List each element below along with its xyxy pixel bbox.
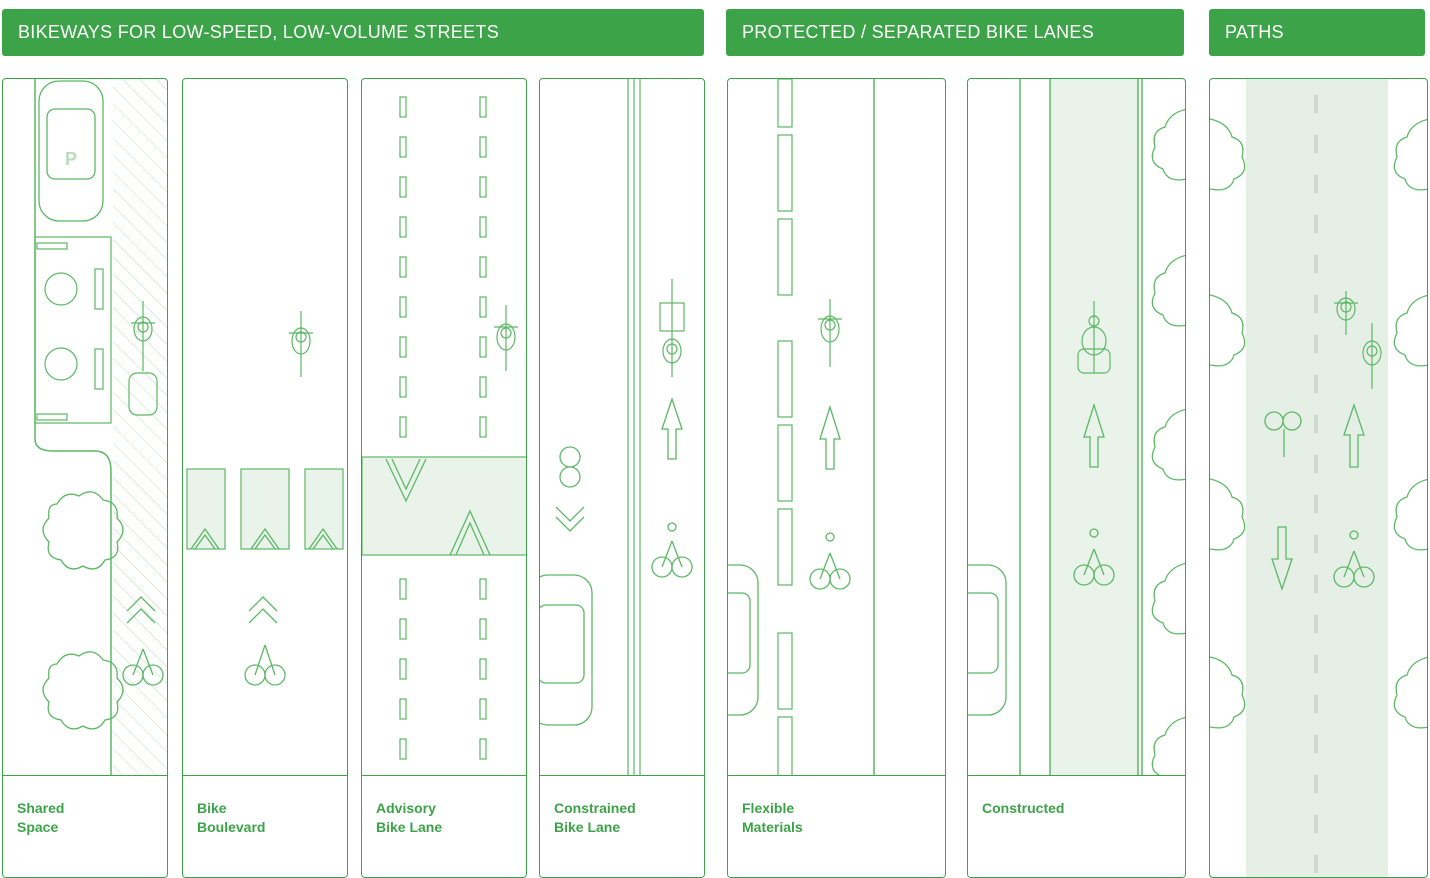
constrained-lane-illustration (540, 79, 693, 779)
raised-crossing (362, 456, 526, 556)
arrow-up-icon (819, 404, 841, 470)
bike-boulevard-illustration (186, 311, 344, 686)
bicycle-symbol-icon (809, 532, 851, 590)
cyclist-with-trailer-icon (128, 301, 158, 416)
caption-line-2: Boulevard (197, 819, 266, 835)
tree-icon (1151, 108, 1185, 779)
header-paths: PATHS (1209, 9, 1425, 56)
paths-illustration (1210, 79, 1427, 877)
bicycle-symbol-icon (651, 522, 693, 578)
contraflow-sharrow-icon (555, 446, 585, 532)
cafe-seating-icon (34, 236, 112, 424)
caption-line-2: Space (17, 819, 59, 835)
advisory-lane-illustration (362, 96, 526, 760)
double-center-line (627, 79, 641, 779)
bicycle-symbol-icon (1073, 528, 1115, 586)
constructed-illustration (968, 79, 1185, 779)
tree-icon (1210, 118, 1427, 729)
cargo-bike-icon (659, 279, 685, 377)
protected-lane-fill (1050, 79, 1138, 779)
bicycle-symbol-icon (1264, 411, 1302, 457)
header-protected-lanes: PROTECTED / SEPARATED BIKE LANES (726, 9, 1184, 56)
arrow-up-icon (661, 396, 683, 460)
caption-line-1: Constrained (554, 800, 636, 816)
cyclist-icon (289, 311, 313, 377)
caption-line-2: Bike Lane (554, 819, 621, 835)
sharrow-marking-icon (122, 596, 164, 686)
curb-lines (1019, 79, 1143, 779)
panel-paths (1209, 78, 1428, 878)
caption-box: Constructed (968, 775, 1185, 877)
cyclist-icon (818, 299, 842, 367)
hatched-shared-zone (113, 79, 167, 779)
panel-constructed: Constructed (967, 78, 1186, 878)
dashed-lane-lines (399, 96, 487, 760)
caption-line-1: Bike (197, 800, 227, 816)
caption-line-1: Shared (17, 800, 65, 816)
flexible-posts (777, 79, 793, 779)
parked-car-icon (38, 80, 104, 222)
parked-car-icon (540, 574, 593, 726)
speed-table-icon (186, 468, 344, 550)
cyclist-icon (494, 305, 518, 371)
parking-mark: P (65, 149, 77, 169)
arrow-down-icon (1271, 526, 1293, 592)
bicycle-symbol-icon (1333, 530, 1375, 588)
caption-line-1: Flexible (742, 800, 795, 816)
parked-car-icon (728, 564, 759, 716)
flexible-materials-illustration (728, 79, 875, 779)
caption-line-1: Constructed (982, 800, 1065, 816)
caption-line-2: Materials (742, 819, 803, 835)
caption-line-2: Bike Lane (376, 819, 443, 835)
arrow-up-icon (1343, 402, 1365, 468)
yield-marking-icon (385, 458, 491, 556)
cyclist-icon (1334, 291, 1382, 389)
curb-line (34, 79, 112, 779)
arrow-up-icon (1083, 402, 1105, 468)
caption-line-1: Advisory (376, 800, 436, 816)
shared-space-illustration: P (34, 79, 167, 779)
parked-car-icon (968, 564, 1007, 716)
tree-icon (42, 491, 124, 730)
path-surface (1246, 79, 1388, 877)
sharrow-marking-icon (244, 596, 286, 686)
recumbent-cyclist-icon (1077, 301, 1111, 374)
header-low-speed-streets: BIKEWAYS FOR LOW-SPEED, LOW-VOLUME STREE… (2, 9, 704, 56)
